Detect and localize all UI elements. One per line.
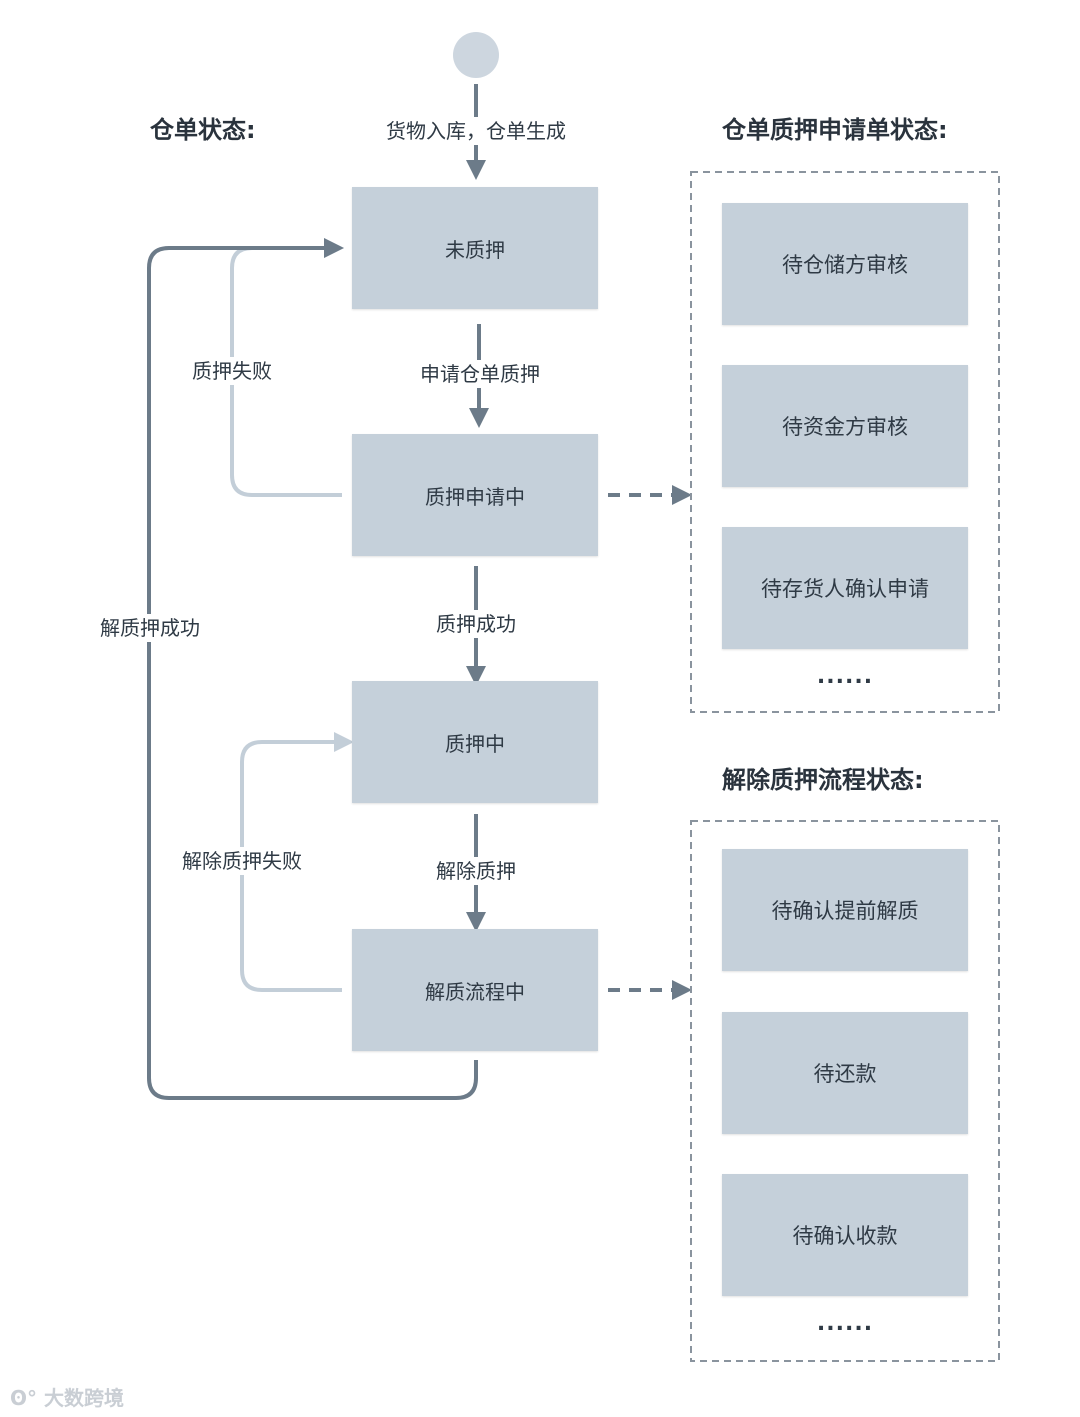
substate-funder-review: 待资金方审核	[722, 365, 968, 487]
label-pledge-fail: 质押失败	[188, 357, 276, 385]
substate-depositor-confirm: 待存货人确认申请	[722, 527, 968, 649]
label-pledge-success: 质押成功	[432, 610, 520, 638]
substate-warehouse-review: 待仓储方审核	[722, 203, 968, 325]
title-pledge-application-state: 仓单质押申请单状态:	[722, 116, 948, 144]
label-release-fail: 解除质押失败	[178, 847, 306, 875]
ellipsis-application: ......	[816, 664, 874, 689]
start-node	[453, 32, 499, 78]
title-release-process-state: 解除质押流程状态:	[722, 766, 924, 794]
substate-confirm-early-release: 待确认提前解质	[722, 849, 968, 971]
ellipsis-release: ......	[816, 1311, 874, 1336]
group-application-substates	[690, 171, 1000, 713]
label-apply-pledge: 申请仓单质押	[416, 360, 544, 388]
label-entry: 货物入库，仓单生成	[382, 117, 570, 145]
label-release-success: 解质押成功	[96, 614, 204, 642]
title-warehouse-state: 仓单状态:	[150, 116, 256, 144]
substate-pending-repayment: 待还款	[722, 1012, 968, 1134]
state-pledge-applying: 质押申请中	[352, 434, 598, 556]
loop-release-success	[147, 238, 478, 1100]
watermark: ʘ° 大数跨境	[10, 1382, 124, 1411]
state-unpledged: 未质押	[352, 187, 598, 309]
watermark-logo-icon: ʘ°	[10, 1386, 44, 1410]
substate-confirm-receipt: 待确认收款	[722, 1174, 968, 1296]
state-pledged: 质押中	[352, 681, 598, 803]
state-releasing: 解质流程中	[352, 929, 598, 1051]
label-release-pledge: 解除质押	[432, 857, 520, 885]
watermark-text: 大数跨境	[43, 1386, 124, 1410]
group-release-substates	[690, 820, 1000, 1362]
